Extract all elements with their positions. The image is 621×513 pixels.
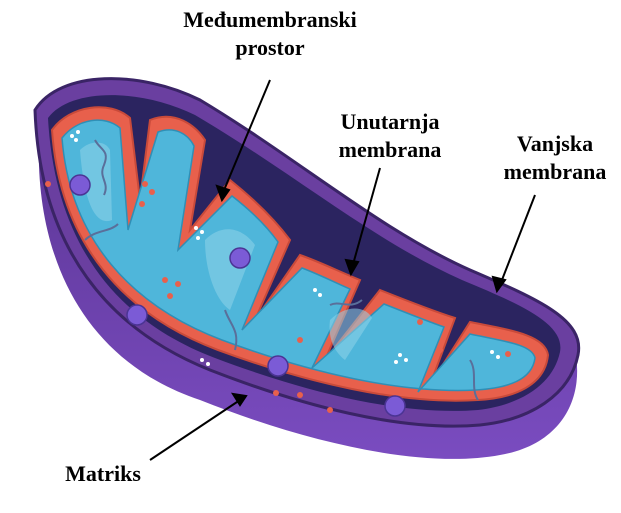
label-line: prostor <box>160 34 380 62</box>
label-line: Međumembranski <box>160 6 380 34</box>
label-line: Unutarnja <box>315 108 465 136</box>
label-intermembrane-space: Međumembranski prostor <box>160 6 380 62</box>
granule <box>230 248 250 268</box>
granule <box>385 396 405 416</box>
label-line: membrana <box>315 136 465 164</box>
label-matrix: Matriks <box>48 460 158 488</box>
label-line: Vanjska <box>490 130 620 158</box>
granule <box>268 356 288 376</box>
granule <box>70 175 90 195</box>
label-inner-membrane: Unutarnja membrana <box>315 108 465 164</box>
label-outer-membrane: Vanjska membrana <box>490 130 620 186</box>
label-line: membrana <box>490 158 620 186</box>
label-line: Matriks <box>48 460 158 488</box>
granule <box>127 305 147 325</box>
